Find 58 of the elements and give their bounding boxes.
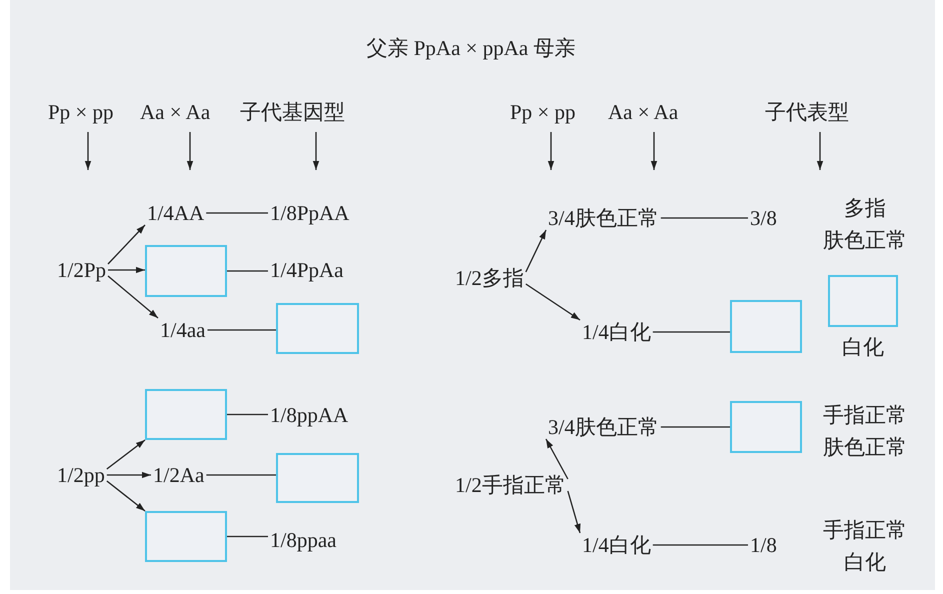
ratio-text: 3/8 <box>748 206 779 230</box>
connector-line <box>227 414 268 416</box>
column-heading: Pp × pp <box>47 100 115 124</box>
phenotype-text: 多指 <box>843 196 887 220</box>
ratio-text: 1/4aa <box>158 318 208 342</box>
phenotype-text: 白化 <box>843 550 887 574</box>
answer-box <box>145 389 227 440</box>
column-heading: 子代基因型 <box>239 100 346 124</box>
connector-line <box>660 217 748 219</box>
arrow <box>525 230 547 272</box>
answer-box <box>276 303 359 354</box>
ratio-text: 1/4AA <box>145 201 206 225</box>
ratio-text: 1/4PpAa <box>268 258 346 282</box>
answer-box <box>730 300 802 353</box>
ratio-text: 1/2手指正常 <box>453 473 568 497</box>
answer-box <box>276 453 359 503</box>
arrow <box>106 472 151 478</box>
ratio-text: 3/4肤色正常 <box>546 415 661 439</box>
phenotype-text: 手指正常 <box>822 403 908 427</box>
arrow <box>106 439 146 470</box>
arrow <box>108 266 145 274</box>
connector-line <box>207 329 276 331</box>
connector-line <box>206 212 268 214</box>
answer-box <box>145 511 227 562</box>
ratio-text: 1/4白化 <box>580 533 653 557</box>
arrow <box>108 224 146 264</box>
ratio-text: 3/4肤色正常 <box>546 206 661 230</box>
arrow <box>106 480 146 512</box>
ratio-text: 1/2pp <box>55 463 107 487</box>
ratio-text: 1/4白化 <box>580 320 653 344</box>
ratio-text: 1/8 <box>748 533 779 557</box>
column-heading: 子代表型 <box>764 100 850 124</box>
phenotype-text: 肤色正常 <box>822 435 908 459</box>
column-heading: Pp × pp <box>509 100 577 124</box>
ratio-text: 1/8ppaa <box>268 528 338 552</box>
ratio-text: 1/2Aa <box>151 463 206 487</box>
answer-box <box>145 245 227 297</box>
phenotype-text: 手指正常 <box>822 518 908 542</box>
phenotype-text: 肤色正常 <box>822 228 908 252</box>
connector-line <box>660 426 730 428</box>
arrow <box>525 283 580 321</box>
ratio-text: 1/8ppAA <box>268 403 350 427</box>
ratio-text: 1/2多指 <box>453 266 526 290</box>
ratio-text: 1/8PpAA <box>268 201 352 225</box>
arrow <box>108 276 158 318</box>
arrow <box>545 438 568 480</box>
connector-line <box>206 474 276 476</box>
connector-line <box>227 270 268 272</box>
arrow <box>567 490 581 534</box>
phenotype-text: 白化 <box>841 335 885 359</box>
connector-line <box>652 331 730 333</box>
connector-line <box>227 536 268 538</box>
column-heading: Aa × Aa <box>139 100 212 124</box>
title: 父亲 PpAa × ppAa 母亲 <box>366 36 576 60</box>
column-heading: Aa × Aa <box>607 100 680 124</box>
connector-line <box>652 544 748 546</box>
answer-box <box>730 401 802 453</box>
ratio-text: 1/2Pp <box>55 258 108 282</box>
